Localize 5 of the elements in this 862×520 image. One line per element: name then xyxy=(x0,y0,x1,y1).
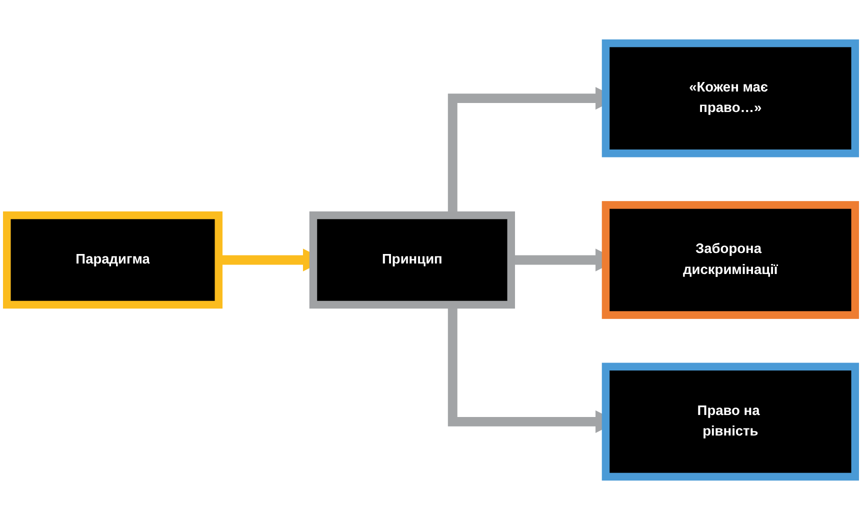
node-box: Право на рівність xyxy=(602,362,859,481)
node-box: «Кожен має право…» xyxy=(602,39,859,158)
node-box: Парадигма xyxy=(3,211,223,309)
node-box: Принцип xyxy=(309,211,515,309)
node-box: Заборона дискримінації xyxy=(602,201,859,319)
